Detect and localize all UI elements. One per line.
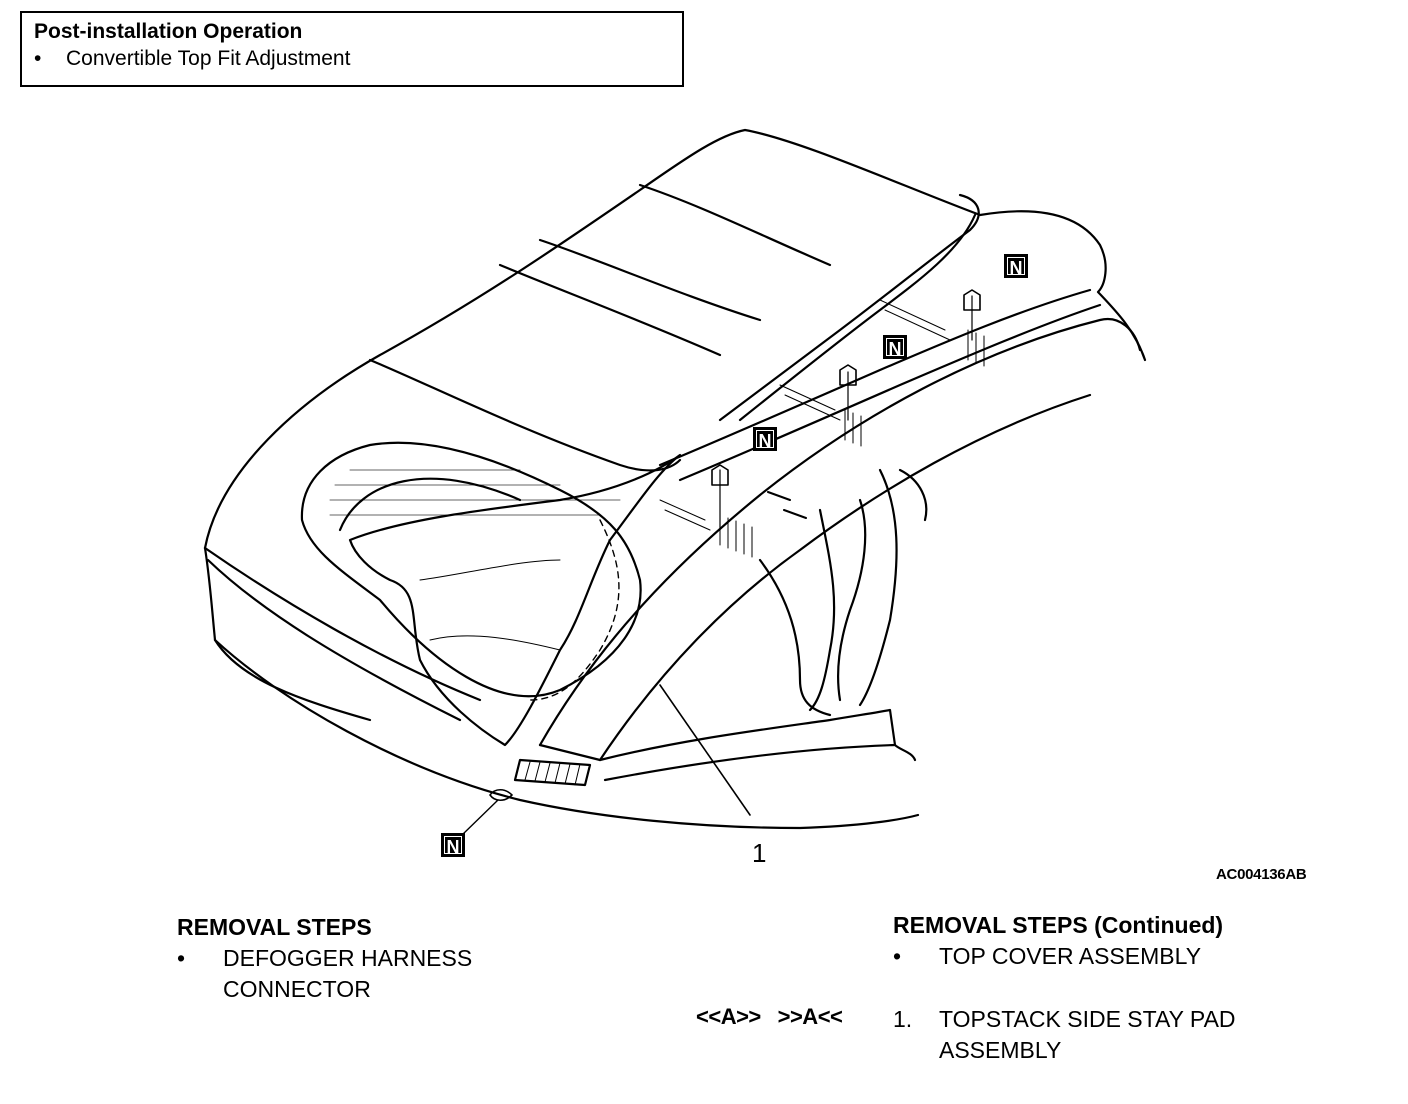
post-installation-item-text: Convertible Top Fit Adjustment [66,47,351,70]
removal-step: • TOP COVER ASSEMBLY [893,941,1236,972]
fastener-n-label: N [441,833,465,857]
bullet-icon: • [34,47,42,70]
removal-steps-title: REMOVAL STEPS [177,914,372,940]
removal-step: • DEFOGGER HARNESS CONNECTOR [177,943,472,1005]
figure-ref-code: AC004136AB [1216,866,1307,883]
removal-step: 1. TOPSTACK SIDE STAY PAD ASSEMBLY [893,1004,1236,1066]
fastener-n-label: N [883,335,907,359]
post-installation-title: Post-installation Operation [34,20,303,43]
step-text-line1: TOPSTACK SIDE STAY PAD [939,1006,1236,1032]
step-text-line2: CONNECTOR [223,976,371,1002]
removal-steps-continued: REMOVAL STEPS (Continued) • TOP COVER AS… [893,910,1236,1066]
step-text-line2: ASSEMBLY [939,1037,1062,1063]
removal-steps: REMOVAL STEPS • DEFOGGER HARNESS CONNECT… [177,912,472,1005]
step-text-line1: TOP COVER ASSEMBLY [939,943,1202,969]
fastener-n-label: N [753,427,777,451]
post-installation-box: Post-installation Operation • Convertibl… [20,11,684,87]
service-marks: <<A>> >>A<< [696,1004,843,1029]
bullet-icon: • [177,945,186,971]
bullet-icon: • [893,943,902,969]
removal-steps-continued-title: REMOVAL STEPS (Continued) [893,912,1224,938]
callout-1: 1 [752,838,767,868]
fastener-n-label: N [1004,254,1028,278]
post-installation-item: • Convertible Top Fit Adjustment [34,45,670,73]
top-cover-outline [203,128,1147,550]
step-number: 1. [893,1006,913,1032]
side-stay-pad [538,317,1142,747]
rear-window [300,441,642,698]
step-text-line1: DEFOGGER HARNESS [223,945,473,971]
